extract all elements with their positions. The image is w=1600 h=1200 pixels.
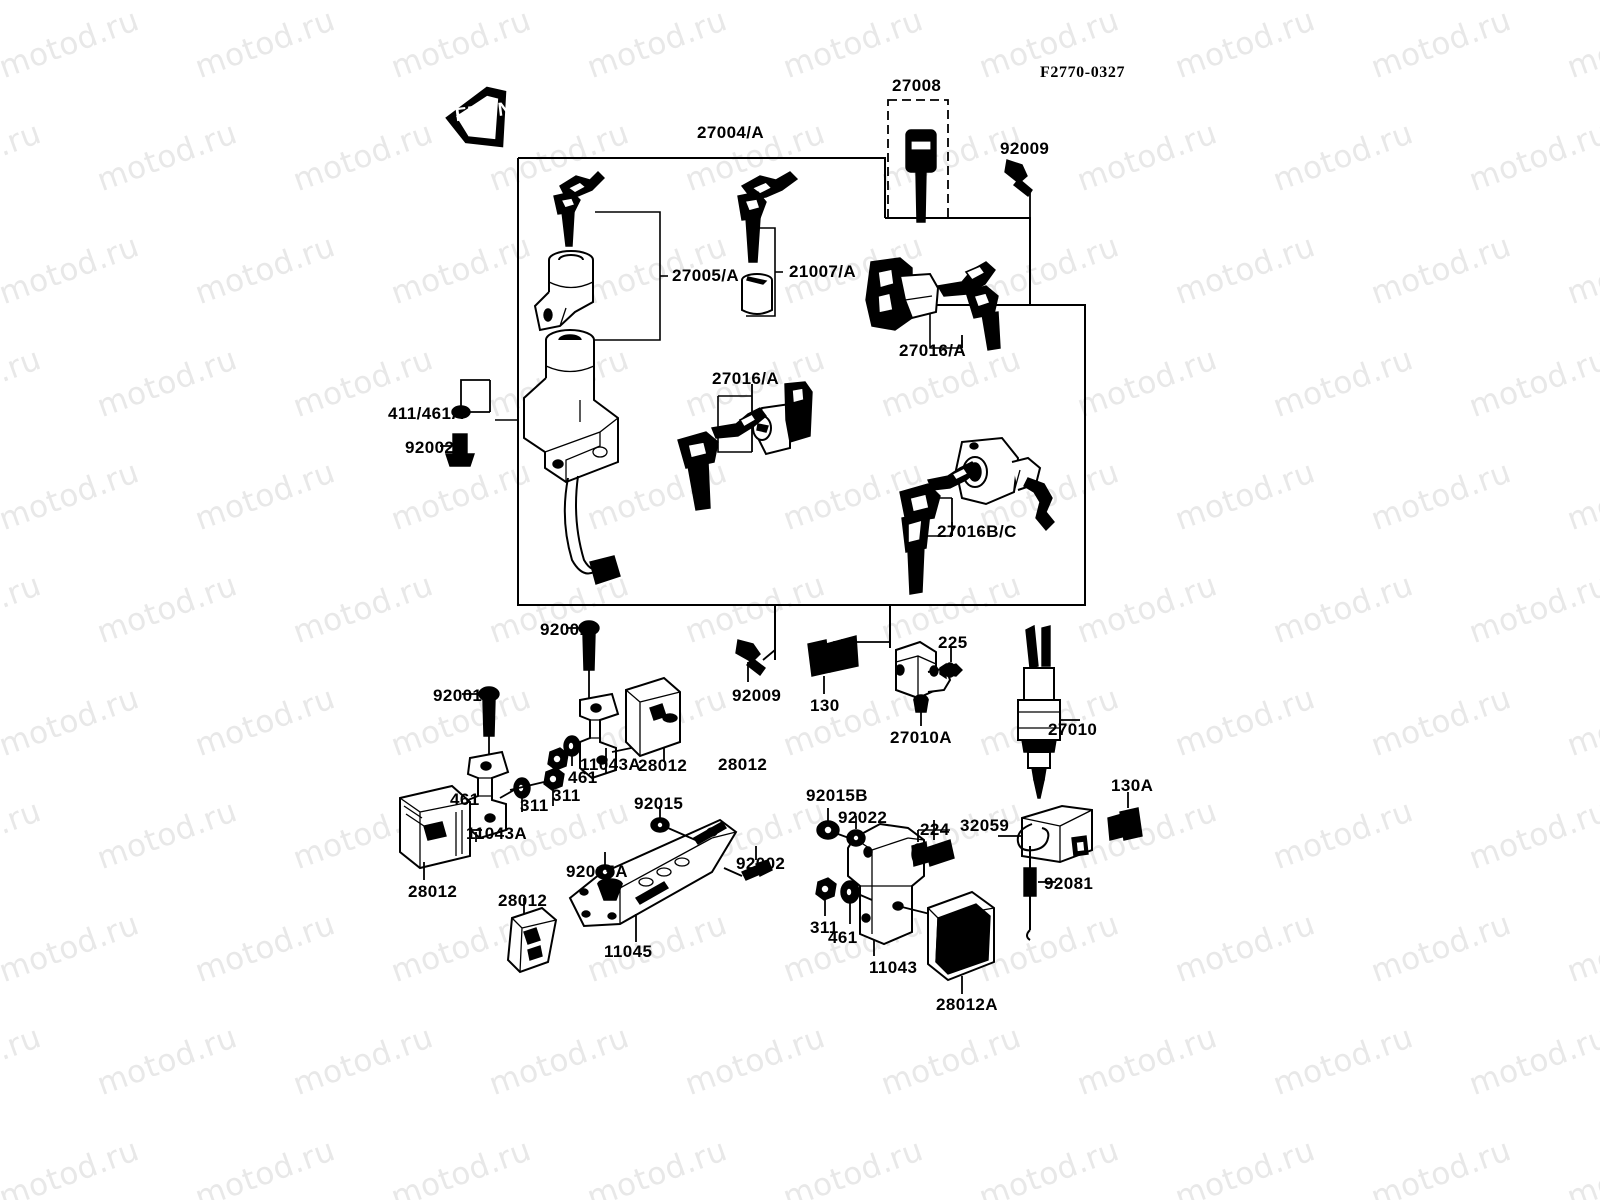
label-92081: 92081 bbox=[1044, 874, 1094, 893]
part-92001-bolt-mid bbox=[566, 620, 600, 716]
part-92002A-bolt bbox=[440, 433, 475, 467]
label-92015B: 92015B bbox=[806, 786, 868, 805]
label-27016A-mid: 27016/A bbox=[712, 369, 780, 388]
label-224: 224 bbox=[920, 820, 950, 839]
part-28012-reflector-mid bbox=[625, 676, 681, 762]
label-11043A-left: 11043A bbox=[466, 824, 528, 843]
label-130: 130 bbox=[810, 696, 840, 715]
label-311-right: 311 bbox=[810, 918, 839, 937]
label-28012-left: 28012 bbox=[408, 882, 458, 901]
label-27005A: 27005/A bbox=[672, 266, 740, 285]
label-27010A: 27010A bbox=[890, 728, 952, 747]
part-92081-spring bbox=[1023, 846, 1056, 941]
label-11045: 11045 bbox=[604, 942, 653, 961]
part-28012A-reflector bbox=[927, 890, 995, 994]
part-92009-screw-mid bbox=[735, 639, 776, 682]
label-27016BC: 27016B/C bbox=[937, 522, 1017, 541]
part-27016A-mid-key bbox=[677, 407, 767, 511]
label-92002A: 92002A bbox=[405, 438, 467, 457]
part-92022-washer bbox=[846, 816, 866, 847]
part-32059-holder bbox=[998, 804, 1093, 864]
label-28012-small: 28012 bbox=[498, 891, 548, 910]
part-311-nut-mid bbox=[547, 747, 569, 784]
label-11043: 11043 bbox=[869, 958, 918, 977]
label-28012-upper: 28012 bbox=[718, 755, 768, 774]
part-130-bolt bbox=[807, 635, 890, 694]
label-92001-mid: 92001 bbox=[540, 620, 590, 639]
label-28012-mid: 28012 bbox=[638, 756, 688, 775]
front-arrow-marker bbox=[445, 86, 507, 148]
part-28012-reflector-left bbox=[399, 784, 482, 880]
part-92015B-nut bbox=[816, 808, 861, 843]
label-92002: 92002 bbox=[736, 854, 786, 873]
part-28012-reflector-small bbox=[506, 898, 558, 974]
part-92015A-nut bbox=[595, 852, 615, 880]
part-27010-switch bbox=[1017, 624, 1080, 799]
part-27016BC-body bbox=[954, 436, 1055, 532]
part-27005A-switch-upper bbox=[533, 250, 594, 332]
label-27016A-right: 27016/A bbox=[899, 341, 967, 360]
part-92002-bolt bbox=[723, 846, 773, 881]
part-130A-bolt bbox=[1107, 792, 1143, 841]
part-461-washer-mid bbox=[563, 735, 581, 766]
part-311-nut-left bbox=[509, 767, 565, 806]
label-311-left: 311 bbox=[520, 796, 549, 815]
label-92009-top: 92009 bbox=[1000, 139, 1050, 158]
part-11045-bracket bbox=[568, 818, 738, 942]
part-11043A-bracket-mid bbox=[579, 692, 661, 780]
group-21007A bbox=[746, 227, 783, 317]
label-32059: 32059 bbox=[960, 816, 1010, 835]
part-224-screw bbox=[911, 820, 955, 867]
label-92001-left: 92001 bbox=[433, 686, 483, 705]
part-11043A-bracket-left bbox=[466, 750, 510, 842]
part-27008-key bbox=[905, 129, 937, 223]
label-130A: 130A bbox=[1111, 776, 1154, 795]
part-21007A-key bbox=[737, 171, 799, 263]
part-92015-nut bbox=[650, 806, 701, 843]
part-311-nut-right bbox=[815, 877, 837, 916]
label-27010: 27010 bbox=[1048, 720, 1098, 739]
part-225-screw bbox=[929, 648, 963, 680]
label-225: 225 bbox=[938, 633, 968, 652]
part-27016BC-key bbox=[899, 461, 979, 595]
part-27005A-switch-lower bbox=[523, 329, 621, 585]
part-27005A-key bbox=[553, 171, 605, 247]
label-92022: 92022 bbox=[838, 808, 888, 827]
label-311-mid: 311 bbox=[552, 786, 581, 805]
label-92009-mid: 92009 bbox=[732, 686, 782, 705]
label-27008: 27008 bbox=[892, 76, 942, 95]
group-27005A bbox=[595, 211, 668, 341]
label-411-461A: 411/461A bbox=[388, 404, 464, 423]
label-27004A: 27004/A bbox=[697, 123, 765, 142]
part-461-washer-right bbox=[840, 880, 873, 924]
diagram-code: F2770-0327 bbox=[1040, 64, 1126, 81]
part-27010A-switch bbox=[895, 640, 952, 726]
part-92009-screw-top bbox=[1004, 159, 1033, 218]
part-411-461A-washer bbox=[451, 379, 490, 419]
label-461-right: 461 bbox=[828, 928, 858, 947]
label-21007A: 21007/A bbox=[789, 262, 857, 281]
label-92015A: 92015A bbox=[566, 862, 628, 881]
label-11043A-mid: 11043A bbox=[580, 755, 642, 774]
label-461-left: 461 bbox=[450, 790, 480, 809]
label-461-mid: 461 bbox=[568, 768, 598, 787]
label-92015: 92015 bbox=[634, 794, 684, 813]
part-11043-bracket bbox=[847, 822, 931, 956]
part-27016A-right-key bbox=[936, 261, 1001, 351]
part-27016A-right-body bbox=[865, 257, 940, 331]
label-28012A: 28012A bbox=[936, 995, 998, 1014]
part-21007A-rotor-cap bbox=[741, 273, 773, 315]
